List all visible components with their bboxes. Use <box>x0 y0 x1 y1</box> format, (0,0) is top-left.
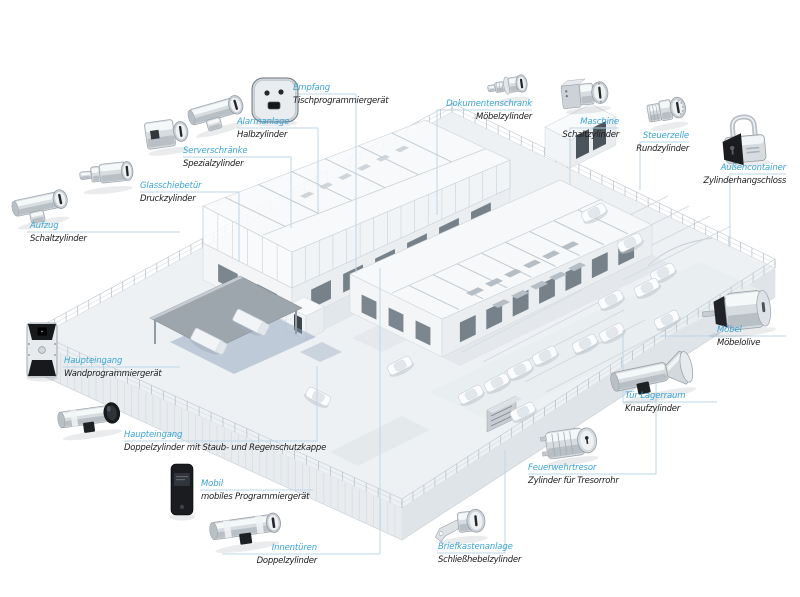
car <box>571 333 600 355</box>
callout-empfang: Empfang Tischprogrammiergerät <box>293 83 389 107</box>
callout-product-label: Doppelzylinder <box>256 556 318 567</box>
car <box>506 359 535 381</box>
callout-mobil: Mobil mobiles Programmiergerät <box>201 479 309 502</box>
doppelzylinder-innentueren-icon <box>209 512 281 553</box>
callout-serverschraenke: Serverschränke Spezialzylinder <box>183 146 248 169</box>
tresorrohr-zylinder-icon <box>539 427 599 467</box>
doppelzylinder-kappe-icon <box>57 402 123 441</box>
callout-product-label: Zylinderhangschloss <box>703 176 786 187</box>
car <box>598 322 627 344</box>
callout-product-label: Druckzylinder <box>140 194 196 205</box>
mobiles-programmiergeraet-icon <box>169 463 195 521</box>
callout-location-label: Aufzug <box>30 221 59 231</box>
callout-product-label: Zylinder für Tresorrohr <box>528 476 619 487</box>
callout-aussencontainer: Außencontainer Zylinderhangschloss <box>703 163 786 186</box>
callout-briefkastenanlage: Briefkastenanlage Schließhebelzylinder <box>438 542 521 565</box>
callout-location-label: Möbel <box>717 325 742 335</box>
connector-lines <box>27 93 786 555</box>
callout-location-label: Serverschränke <box>183 146 248 156</box>
car <box>616 232 645 254</box>
callout-location-label: Mobil <box>201 479 223 489</box>
moebelzylinder-icon <box>487 74 531 105</box>
callout-location-label: Haupteingang <box>124 430 183 440</box>
callout-product-label: Tischprogrammiergerät <box>293 96 389 107</box>
callout-product-label: Möbelzylinder <box>476 112 532 123</box>
callout-product-label: Doppelzylinder mit Staub- und Regenschut… <box>124 443 327 454</box>
callout-feuerwehrtresor: Feuerwehrtresor Zylinder für Tresorrohr <box>528 463 619 486</box>
callout-maschine: Maschine Schaltzylinder <box>562 117 619 140</box>
callout-location-label: Briefkastenanlage <box>438 542 513 552</box>
callout-innentueren: Innentüren Doppelzylinder <box>256 543 318 567</box>
car <box>303 386 332 408</box>
wandprogrammiergeraet-icon <box>26 322 58 382</box>
car <box>457 384 486 406</box>
truck <box>189 327 228 355</box>
callout-product-label: Knaufzylinder <box>625 404 681 415</box>
callout-location-label: Dokumentenschrank <box>446 99 532 109</box>
zylinderhangschloss-icon <box>722 114 771 168</box>
car <box>531 345 560 367</box>
callout-product-label: Möbelolive <box>717 338 761 349</box>
callout-location-label: Außencontainer <box>720 163 787 173</box>
car <box>580 202 609 224</box>
callout-tuer-lagerraum: Tür Lagerraum Knaufzylinder <box>625 391 686 415</box>
callout-product-label: Schaltzylinder <box>562 130 619 141</box>
truck <box>231 308 270 336</box>
car <box>509 401 538 423</box>
schaltzylinder-maschine-icon <box>560 78 611 115</box>
car <box>633 277 662 299</box>
callout-product-label: Wandprogrammiergerät <box>64 369 162 380</box>
callout-location-label: Haupteingang <box>64 356 123 366</box>
schaltzylinder-aufzug-icon <box>11 189 70 230</box>
callout-steuerzelle: Steuerzelle Rundzylinder <box>636 131 689 154</box>
product-icons-layer <box>11 74 777 553</box>
tischprogrammiergeraet-icon <box>251 77 299 127</box>
car <box>649 262 678 284</box>
schliesshebelzylinder-icon <box>435 508 488 545</box>
callout-location-label: Empfang <box>293 83 330 93</box>
druckzylinder-icon <box>79 161 134 195</box>
car <box>483 372 512 394</box>
callout-product-label: Spezialzylinder <box>183 159 244 170</box>
callout-product-label: Rundzylinder <box>636 144 689 155</box>
callout-location-label: Alarmanlage <box>237 117 290 127</box>
callout-product-label: Schaltzylinder <box>30 234 87 245</box>
callout-alarmanlage: Alarmanlage Halbzylinder <box>237 117 289 140</box>
callout-dokumentenschrank: Dokumentenschrank Möbelzylinder <box>446 99 532 122</box>
moebelolive-icon <box>702 290 777 338</box>
callout-moebel: Möbel Möbelolive <box>717 325 760 348</box>
car <box>653 309 682 331</box>
loading-canopy <box>149 275 316 374</box>
callout-location-label: Feuerwehrtresor <box>528 463 597 473</box>
vehicles-layer <box>189 202 682 423</box>
callout-haupteingang-wand: Haupteingang Wandprogrammiergerät <box>64 356 162 380</box>
callout-aufzug: Aufzug Schaltzylinder <box>30 221 87 244</box>
knaufzylinder-icon <box>610 350 697 406</box>
callout-product-label: mobiles Programmiergerät <box>201 492 310 503</box>
callout-haupteingang-doppel: Haupteingang Doppelzylinder mit Staub- u… <box>124 430 326 453</box>
spezialzylinder-icon <box>144 119 190 156</box>
car <box>386 355 415 377</box>
callout-location-label: Maschine <box>580 117 619 127</box>
callout-glasschiebetuer: Glasschiebetür Druckzylinder <box>140 181 202 205</box>
car <box>597 289 626 311</box>
halbzylinder-alarmanlage-icon <box>187 95 247 138</box>
callout-location-label: Steuerzelle <box>642 131 689 141</box>
callout-location-label: Glasschiebetür <box>140 181 202 191</box>
callout-product-label: Halbzylinder <box>237 130 288 141</box>
callout-location-label: Tür Lagerraum <box>625 391 686 401</box>
callout-product-label: Schließhebelzylinder <box>438 555 522 566</box>
rundzylinder-icon <box>646 96 689 132</box>
callout-location-label: Innentüren <box>271 543 317 553</box>
